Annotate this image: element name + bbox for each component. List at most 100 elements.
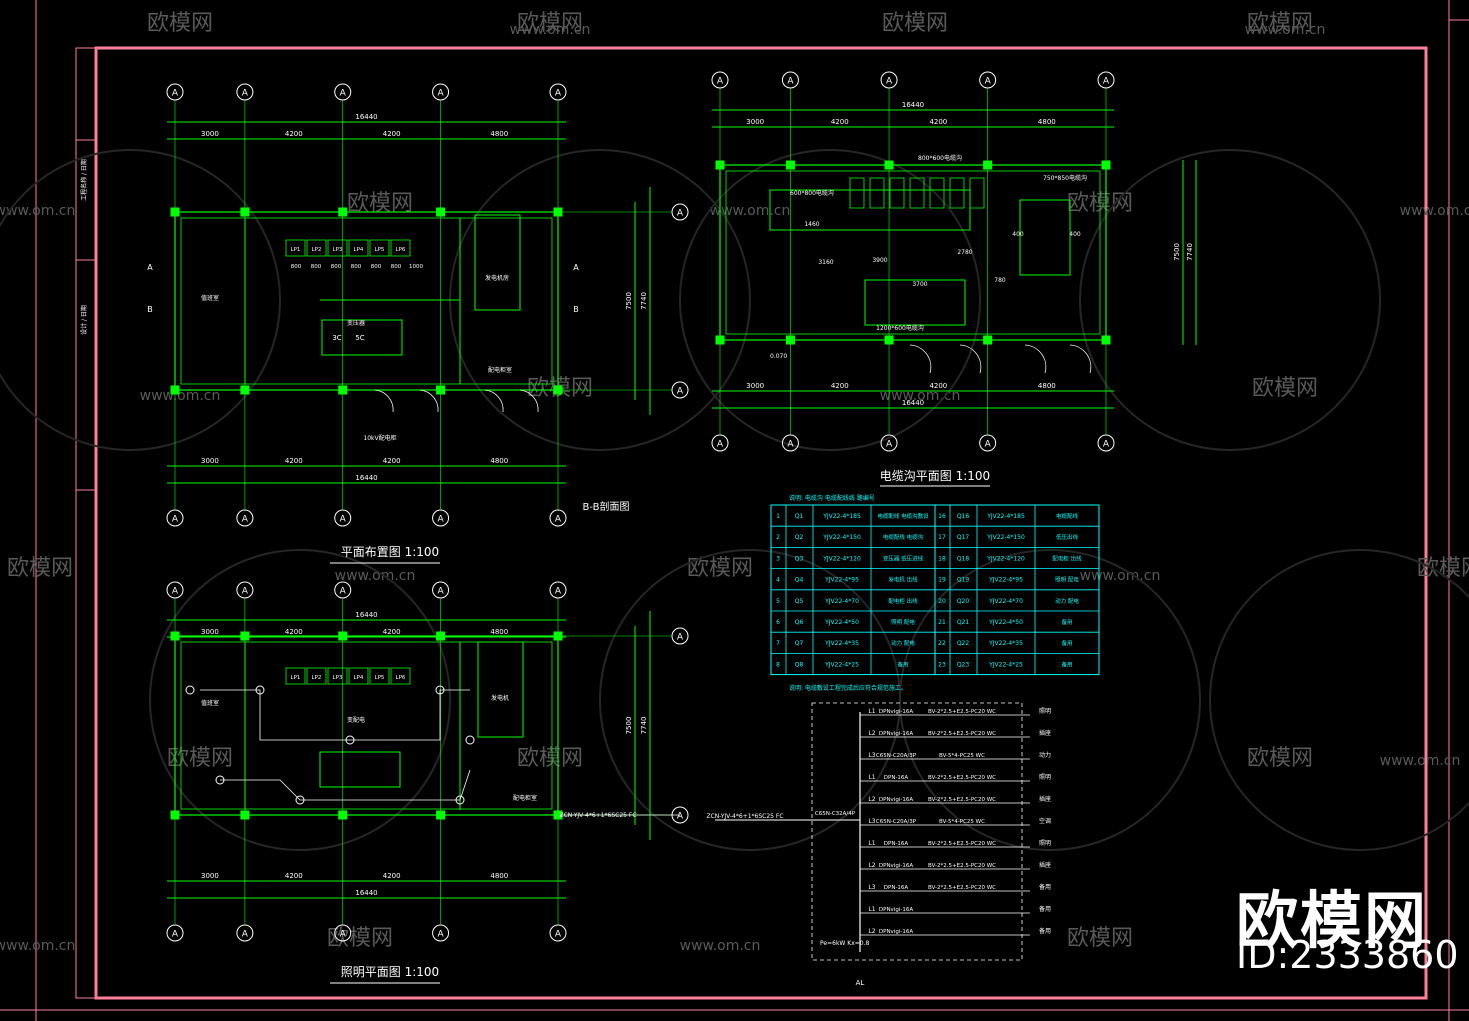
dim-text: 7740 <box>640 717 648 735</box>
watermark-site-text: www.om.cn <box>0 938 75 954</box>
dim-text: 3000 <box>201 628 219 636</box>
switchgear-cabinet <box>390 239 411 257</box>
table-cell: 6 <box>776 619 780 626</box>
dim-text: 800 <box>391 264 402 270</box>
table-cell: 19 <box>938 577 946 584</box>
table-cell: 备用 <box>1061 618 1072 626</box>
trench-label: 750*850电缆沟 <box>1043 174 1087 182</box>
watermark-ring <box>1209 549 1469 851</box>
section-mark: B <box>147 305 153 314</box>
cable-spec: BV-2*2.5+E2.5-PC20 WC <box>928 775 996 781</box>
dim-text: 4800 <box>490 628 508 636</box>
cabinet-label: LP5 <box>375 675 385 681</box>
column <box>338 810 348 820</box>
column <box>715 335 725 345</box>
room-label: 配电柜室 <box>488 366 512 374</box>
branch-name: L3 <box>868 818 875 825</box>
grid-bubble-label: A <box>555 930 562 940</box>
breaker-label: DPN-16A <box>884 841 909 847</box>
watermark-brand-text: 欧模网 <box>1067 926 1133 951</box>
table-cell: 18 <box>938 555 946 562</box>
trench-label: 800*600电缆沟 <box>918 154 962 162</box>
dim-text: 7500 <box>625 292 633 310</box>
wiring-run <box>200 689 470 741</box>
dim-text: 800 <box>291 264 302 270</box>
grid-bubble-label: A <box>437 515 444 525</box>
table-cell: Q3 <box>795 555 804 562</box>
cabinet-outline <box>889 177 905 209</box>
column <box>983 335 993 345</box>
door-swing <box>1024 344 1047 374</box>
dim-text: 3000 <box>746 118 764 126</box>
dim-text: 7740 <box>640 292 648 310</box>
room-label: 变压器 <box>347 319 365 327</box>
grid-bubble-label: A <box>242 930 249 940</box>
dim-text: 3000 <box>201 457 219 465</box>
cabinet-outline <box>929 177 945 209</box>
watermark-brand-text: 欧模网 <box>167 746 233 771</box>
table-cell: Q8 <box>795 661 804 668</box>
breaker-label: DPN-16A <box>884 885 909 891</box>
room-label: 值班室 <box>201 294 219 302</box>
breaker-label: DPNvigi-16A <box>879 797 913 803</box>
table-cell: Q1 <box>795 513 804 520</box>
dim-text: 4200 <box>929 118 947 126</box>
branch-use: 插座 <box>1039 795 1051 803</box>
watermark-brand-text: 欧模网 <box>1417 556 1469 581</box>
column <box>553 631 563 641</box>
cabinet-label: LP6 <box>396 675 406 681</box>
cable-spec: BV-2*2.5+E2.5-PC20 WC <box>928 863 996 869</box>
dim-text: 400 <box>1012 231 1024 238</box>
breaker-label: DPNvigi-16A <box>879 731 913 737</box>
table-cell: Q5 <box>795 598 804 605</box>
table-cell: 动力 配电 <box>1055 597 1079 605</box>
door-swing <box>484 389 504 413</box>
room-label: 发电机房 <box>485 274 509 282</box>
trench-label: 1200*600电缆沟 <box>876 324 924 332</box>
dim-text: 16440 <box>902 399 924 407</box>
transformer-label: 5C <box>355 334 364 342</box>
watermark-site-text: www.om.cn <box>880 388 961 404</box>
dim-text: 3900 <box>872 257 887 264</box>
table-cell: YJV22-4*50 <box>988 619 1023 626</box>
grid-bubble-label: A <box>677 812 684 822</box>
table-cell: YJV22-4*50 <box>824 619 859 626</box>
room-label: 配电柜室 <box>513 794 537 802</box>
light-fixture <box>455 795 465 805</box>
table-cell: 8 <box>776 661 780 668</box>
grid-bubble-label: A <box>677 209 684 219</box>
room-label: 值班室 <box>201 699 219 707</box>
dim-text: 3700 <box>912 281 927 288</box>
table-cell: YJV22-4*120 <box>986 555 1025 562</box>
dim-text: 4800 <box>490 457 508 465</box>
room-label: 10kV配电柜 <box>363 434 396 442</box>
dim-text: 16440 <box>355 611 377 619</box>
branch-name: L2 <box>868 928 875 935</box>
table-cell: 电缆配线 电缆沟敷设 <box>877 512 929 520</box>
transformer <box>319 751 401 788</box>
breaker-label: DPNvigi-16A <box>879 709 913 715</box>
transformer-label: 3C <box>332 334 341 342</box>
grid-bubble-label: A <box>787 77 794 87</box>
grid-bubble-label: A <box>985 440 992 450</box>
cabinet-label: LP1 <box>291 675 301 681</box>
grid-bubble-label: A <box>172 515 179 525</box>
grid-bubble-label: A <box>340 89 347 99</box>
grid-bubble-label: A <box>787 440 794 450</box>
cabinet-outline <box>869 177 885 209</box>
section-mark: A <box>147 263 153 272</box>
branch-name: L3 <box>868 752 875 759</box>
branch-use: 照明 <box>1039 774 1051 781</box>
dim-text: 400 <box>1069 231 1081 238</box>
light-fixture <box>345 735 355 745</box>
table-cell: YJV22-4*150 <box>986 534 1025 541</box>
watermark-ring <box>899 549 1201 851</box>
branch-name: L2 <box>868 862 875 869</box>
title-strip-text: 工程名称 / 日期 <box>80 159 88 201</box>
breaker-label: DPNvigi-16A <box>879 929 913 935</box>
column <box>553 385 563 395</box>
watermark-site-text: www.om.cn <box>335 568 416 584</box>
door-swing <box>1069 344 1092 374</box>
light-fixture <box>185 685 195 695</box>
dim-text: 4200 <box>831 382 849 390</box>
